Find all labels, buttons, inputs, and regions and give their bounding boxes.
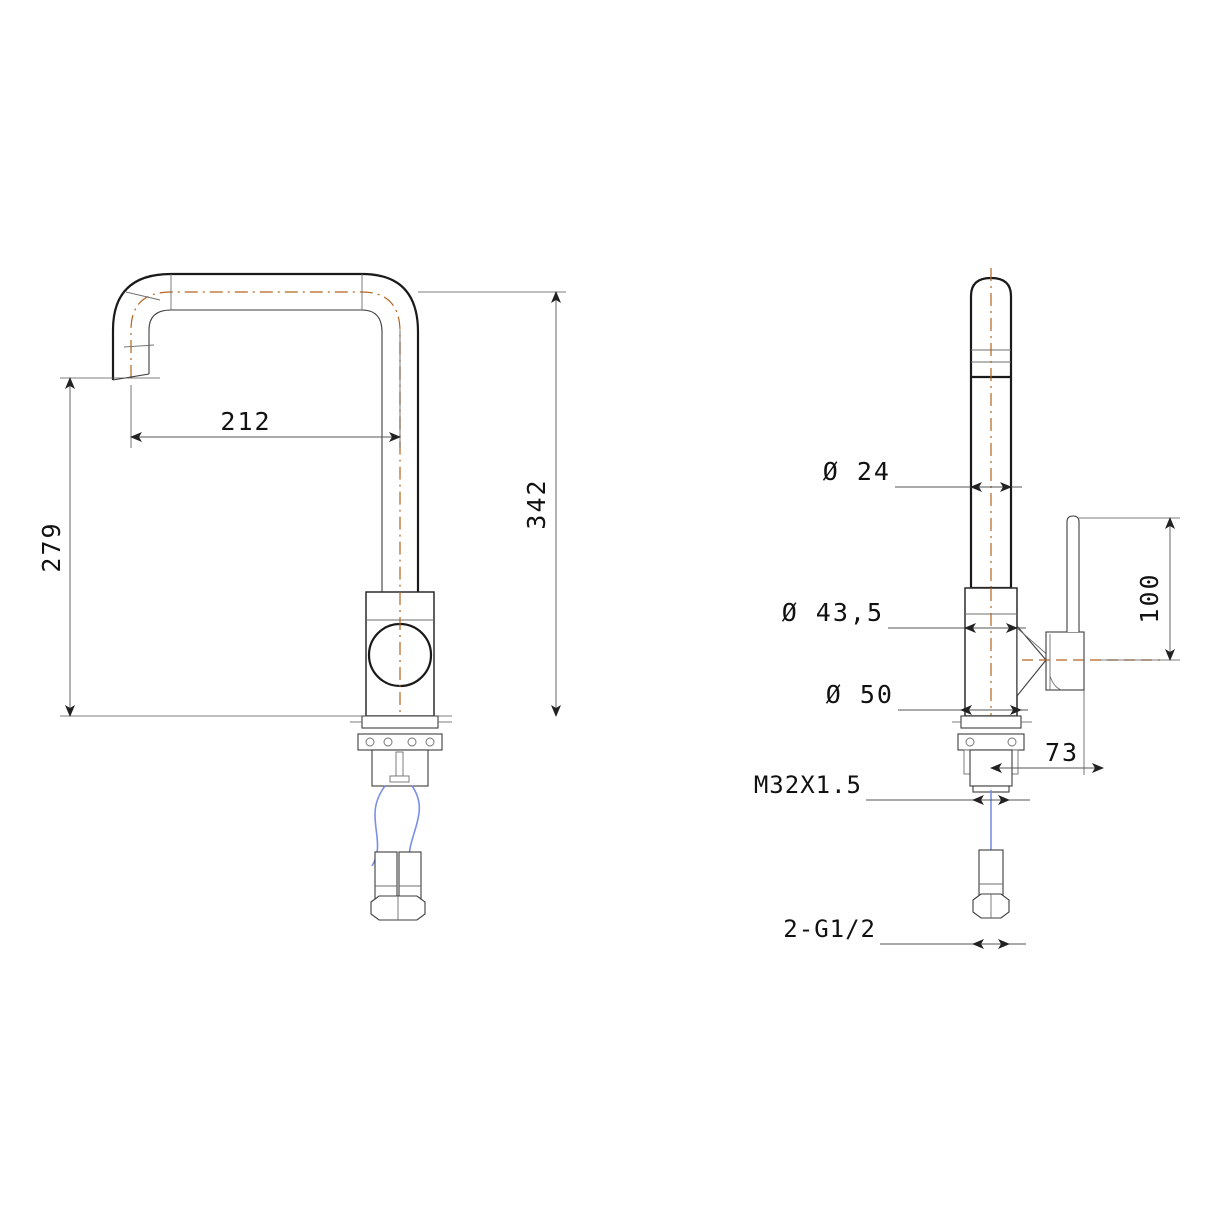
dim-g12-label: 2-G1/2 <box>783 915 876 943</box>
dim-212-label: 212 <box>220 407 271 436</box>
dimension-mounting-thread: M32X1.5 <box>754 771 1030 805</box>
side-hose-fitting <box>972 849 1010 919</box>
dimension-outlet-height: 279 <box>37 377 452 717</box>
front-base-assembly <box>350 715 452 787</box>
dimension-tube-diameter: Ø 24 <box>823 457 1022 492</box>
side-view: Ø 24 Ø 43,5 Ø 50 100 73 <box>754 268 1180 949</box>
dim-73-label: 73 <box>1045 738 1079 767</box>
dimension-supply-thread: 2-G1/2 <box>783 915 1026 949</box>
side-spout-tube <box>969 268 1013 592</box>
side-body-housing <box>964 587 1018 717</box>
dimension-handle-offset: 73 <box>990 690 1104 775</box>
dim-m32-label: M32X1.5 <box>754 771 862 799</box>
front-view: 212 279 342 <box>37 272 566 921</box>
dim-100-label: 100 <box>1135 572 1164 623</box>
dimension-overall-height: 342 <box>418 291 566 717</box>
dimension-base-diameter: Ø 50 <box>826 680 1028 715</box>
dim-d435-label: Ø 43,5 <box>782 598 884 627</box>
dimension-body-diameter: Ø 43,5 <box>782 598 1026 633</box>
front-spout-outline <box>111 272 420 592</box>
dim-342-label: 342 <box>522 478 551 529</box>
front-hose-fittings <box>370 851 426 921</box>
side-base-assembly <box>952 715 1032 793</box>
dimension-spout-reach: 212 <box>130 330 401 448</box>
dim-279-label: 279 <box>37 521 66 572</box>
front-body-housing <box>365 591 435 717</box>
dim-d24-label: Ø 24 <box>823 457 891 486</box>
side-lever-handle <box>1016 515 1160 698</box>
front-spout-centerline <box>130 291 401 716</box>
dimension-handle-height: 100 <box>1079 517 1180 661</box>
dim-d50-label: Ø 50 <box>826 680 894 709</box>
